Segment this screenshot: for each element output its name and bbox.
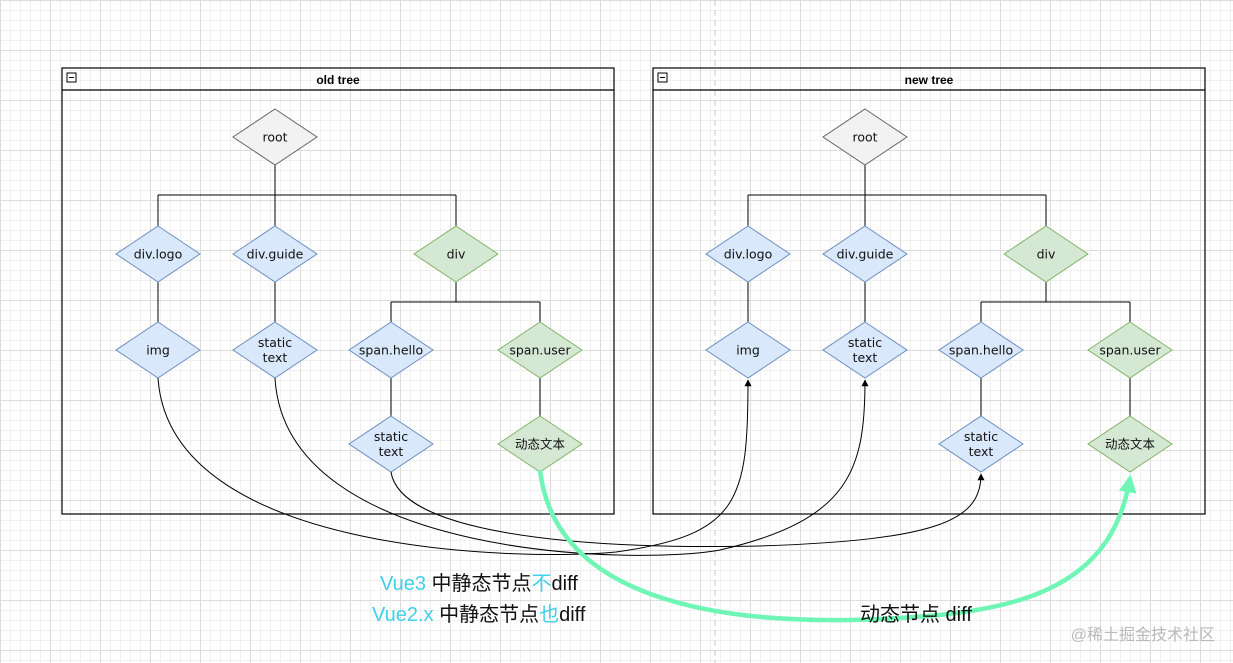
old-node-span-user: span.user	[497, 321, 583, 379]
new-node-div-guide: div.guide	[822, 225, 908, 283]
old-node-root-label: root	[262, 130, 287, 145]
old-node-div-logo: div.logo	[115, 225, 201, 283]
vue3-caption: Vue3 中静态节点不diff	[380, 572, 578, 596]
new-panel-title: new tree	[905, 73, 954, 87]
new-node-img-label: img	[736, 343, 760, 358]
old-node-dynamic-text: 动态文本	[497, 415, 583, 473]
dynamic-diff-curve	[537, 469, 1137, 623]
vue3-label: Vue3	[380, 573, 426, 595]
new-node-div: div	[1003, 225, 1089, 283]
curve-img	[157, 377, 752, 555]
old-node-span-user-label: span.user	[509, 343, 571, 358]
new-node-div-guide-label: div.guide	[837, 247, 894, 262]
new-node-span-user-label: span.user	[1099, 343, 1161, 358]
new-node-static-text-hello-label: static	[964, 429, 998, 444]
old-node-static-text-guide-label: static	[258, 335, 292, 350]
old-node-static-text-guide-label: text	[263, 350, 288, 365]
old-node-div-guide: div.guide	[232, 225, 318, 283]
new-node-dynamic-text-label: 动态文本	[1105, 437, 1156, 452]
old-node-img-label: img	[146, 343, 170, 358]
old-node-static-text-hello-label: static	[374, 429, 408, 444]
old-node-div-logo-label: div.logo	[134, 247, 183, 262]
new-node-static-text-hello-label: text	[969, 444, 994, 459]
old-node-span-hello-label: span.hello	[359, 343, 423, 358]
new-node-span-hello-label: span.hello	[949, 343, 1013, 358]
vue2-suffix: diff	[559, 604, 586, 626]
new-node-div-label: div	[1037, 247, 1056, 262]
new-node-dynamic-text: 动态文本	[1087, 415, 1173, 473]
dynamic-node-label: 动态节点 diff	[860, 604, 972, 626]
new-node-root-label: root	[852, 130, 877, 145]
new-node-span-user: span.user	[1087, 321, 1173, 379]
old-tree-panel: old tree	[61, 67, 615, 515]
vue2-caption: Vue2.x 中静态节点也diff	[372, 603, 585, 627]
old-node-root: root	[232, 108, 318, 166]
new-node-img: img	[705, 321, 791, 379]
new-node-static-text-guide-label: static	[848, 335, 882, 350]
new-node-div-logo-label: div.logo	[724, 247, 773, 262]
new-node-static-text-guide-label: text	[853, 350, 878, 365]
old-node-static-text-hello-label: text	[379, 444, 404, 459]
vue2-accent: 也	[539, 604, 560, 626]
old-node-dynamic-text-label: 动态文本	[515, 437, 566, 452]
old-node-div-label: div	[447, 247, 466, 262]
vue2-label: Vue2.x	[372, 604, 434, 626]
new-collapse-icon[interactable]	[657, 72, 668, 83]
old-node-span-hello: span.hello	[348, 321, 434, 379]
vue3-middle: 中静态节点	[425, 573, 532, 595]
old-collapse-icon[interactable]	[66, 72, 77, 83]
vue3-suffix: diff	[551, 573, 578, 595]
curve-static-text-hello	[390, 471, 985, 547]
new-panel-frame	[652, 67, 1206, 515]
new-node-root: root	[822, 108, 908, 166]
vue2-middle: 中静态节点	[433, 604, 540, 626]
old-panel-frame	[61, 67, 615, 515]
old-node-div-guide-label: div.guide	[247, 247, 304, 262]
new-node-div-logo: div.logo	[705, 225, 791, 283]
watermark: @稀土掘金技术社区	[1070, 627, 1215, 644]
curve-static-text-guide	[274, 377, 869, 556]
vue3-accent: 不	[531, 573, 552, 595]
new-node-span-hello: span.hello	[938, 321, 1024, 379]
old-node-div: div	[413, 225, 499, 283]
new-tree-panel: new tree	[652, 67, 1206, 515]
dynamic-node-caption: 动态节点 diff	[860, 603, 972, 627]
old-panel-title: old tree	[316, 73, 360, 87]
